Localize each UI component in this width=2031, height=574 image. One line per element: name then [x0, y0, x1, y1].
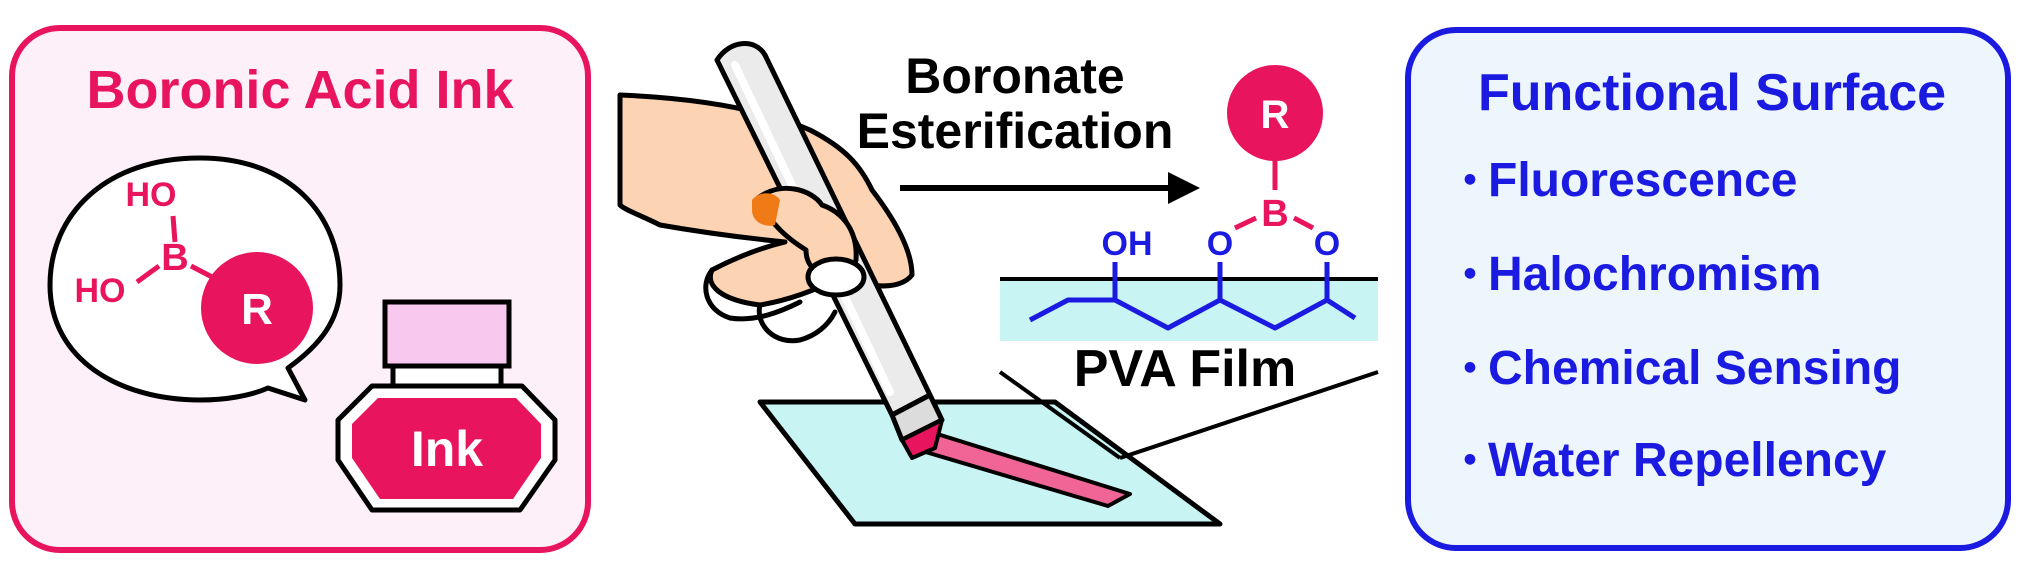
boronate-ester-structure: OH O O B R — [1000, 65, 1378, 341]
feature-item: ・ Halochromism — [1448, 248, 1821, 301]
feature-label: Halochromism — [1488, 248, 1821, 301]
r-group-circle — [201, 252, 313, 364]
feature-label: Fluorescence — [1488, 154, 1797, 207]
right-panel-title: Functional Surface — [1478, 64, 1946, 122]
feature-bullet: ・ — [1448, 437, 1492, 486]
ink-bottle: Ink — [335, 299, 558, 513]
reaction-label-line2: Esterification — [857, 103, 1174, 159]
bond-o-b-left — [1233, 215, 1258, 231]
ink-bottle-fill — [352, 398, 541, 499]
ester-r-group-label: R — [1261, 93, 1290, 137]
feature-bullet: ・ — [1448, 157, 1492, 206]
bond-b-ho-top — [170, 215, 178, 243]
ho-top-label: HO — [126, 176, 177, 214]
hydroxyl-label: OH — [1102, 225, 1153, 263]
ester-r-group-circle — [1227, 65, 1323, 161]
pva-backbone — [1028, 297, 1357, 331]
right-panel: Functional Surface ・ Fluorescence ・ Halo… — [1405, 27, 2011, 551]
reaction-label-line1: Boronate — [905, 48, 1124, 104]
bond-o-b-right — [1292, 215, 1315, 231]
feature-label: Water Repellency — [1488, 434, 1887, 487]
boron-label: B — [161, 237, 188, 279]
right-panel-frame — [1405, 27, 2011, 551]
oxygen-right-label: O — [1314, 225, 1340, 263]
boronic-acid-structure: HO HO B R — [75, 176, 313, 364]
feature-label: Chemical Sensing — [1488, 342, 1901, 395]
r-group-label: R — [241, 285, 273, 334]
ester-boron-label: B — [1261, 193, 1288, 235]
feature-item: ・ Fluorescence — [1448, 154, 1797, 207]
center-scene: Boronate Esterification OH O O B R PVA F… — [617, 41, 1379, 527]
thumb-nail — [805, 256, 867, 298]
ho-left-label: HO — [75, 272, 126, 310]
bond-b-ho-left — [135, 263, 161, 285]
feature-bullet: ・ — [1448, 251, 1492, 300]
reaction-arrow — [900, 172, 1200, 204]
pva-surface-band — [1000, 279, 1378, 341]
ink-bottle-neck — [390, 363, 504, 389]
marker-tip — [900, 418, 944, 460]
callout-line-lower — [1119, 370, 1379, 460]
feature-bullet: ・ — [1448, 345, 1492, 394]
left-panel: Boronic Acid Ink HO HO B R Ink — [9, 25, 591, 553]
hand-fingers — [703, 267, 838, 344]
ink-bottle-label: Ink — [411, 421, 483, 477]
pva-film-label: PVA Film — [1074, 340, 1296, 398]
feature-item: ・ Chemical Sensing — [1448, 342, 1901, 395]
ink-bottle-cap — [382, 299, 512, 369]
finger-accent — [752, 193, 780, 226]
left-panel-title: Boronic Acid Ink — [86, 60, 514, 120]
callout-line-upper — [998, 370, 1122, 460]
feature-item: ・ Water Repellency — [1448, 434, 1887, 487]
bond-b-r — [189, 263, 216, 281]
oxygen-left-label: O — [1207, 225, 1233, 263]
